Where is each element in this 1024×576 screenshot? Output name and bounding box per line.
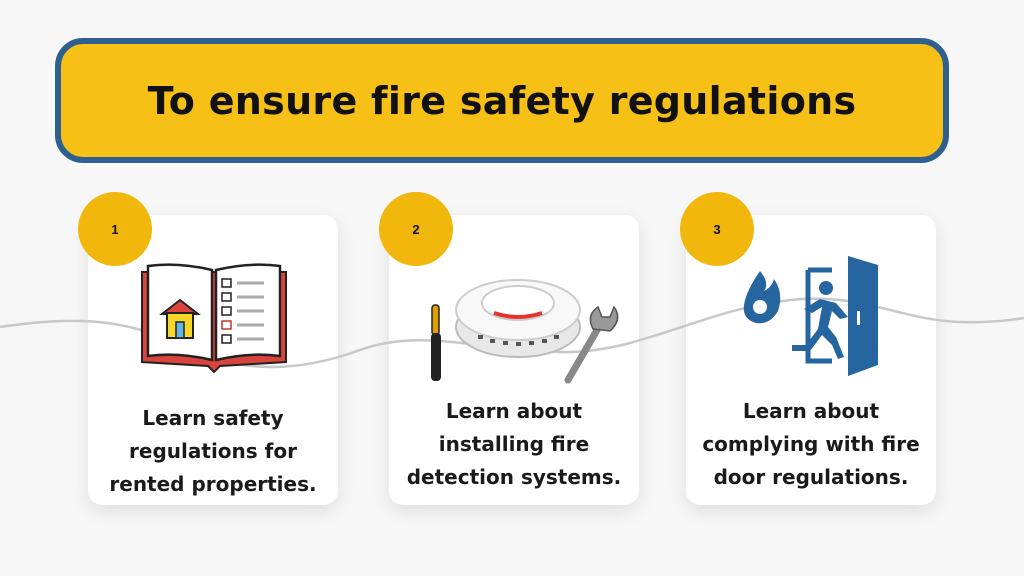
text-line: detection systems. xyxy=(406,465,622,489)
step-badge-1: 1 xyxy=(78,192,152,266)
fire-exit-door-icon xyxy=(743,256,878,376)
text-line: Learn about xyxy=(742,399,880,423)
text-line: regulations for xyxy=(129,439,297,463)
step-text: Learn about installing fire detection sy… xyxy=(397,395,631,494)
text-line: Learn safety xyxy=(142,406,284,430)
step-text: Learn about complying with fire door reg… xyxy=(694,395,928,494)
text-line: complying with fire xyxy=(702,432,920,456)
title-banner: To ensure fire safety regulations xyxy=(55,38,949,163)
text-line: installing fire xyxy=(438,432,590,456)
step-text: Learn safety regulations for rented prop… xyxy=(96,402,330,501)
page-title: To ensure fire safety regulations xyxy=(147,78,857,123)
rulebook-house-checklist-icon xyxy=(141,263,287,374)
step-badge-3: 3 xyxy=(680,192,754,266)
text-line: door regulations. xyxy=(713,465,909,489)
step-badge-2: 2 xyxy=(379,192,453,266)
text-line: rented properties. xyxy=(109,472,317,496)
text-line: Learn about xyxy=(445,399,583,423)
smoke-detector-tools-icon xyxy=(431,279,619,384)
